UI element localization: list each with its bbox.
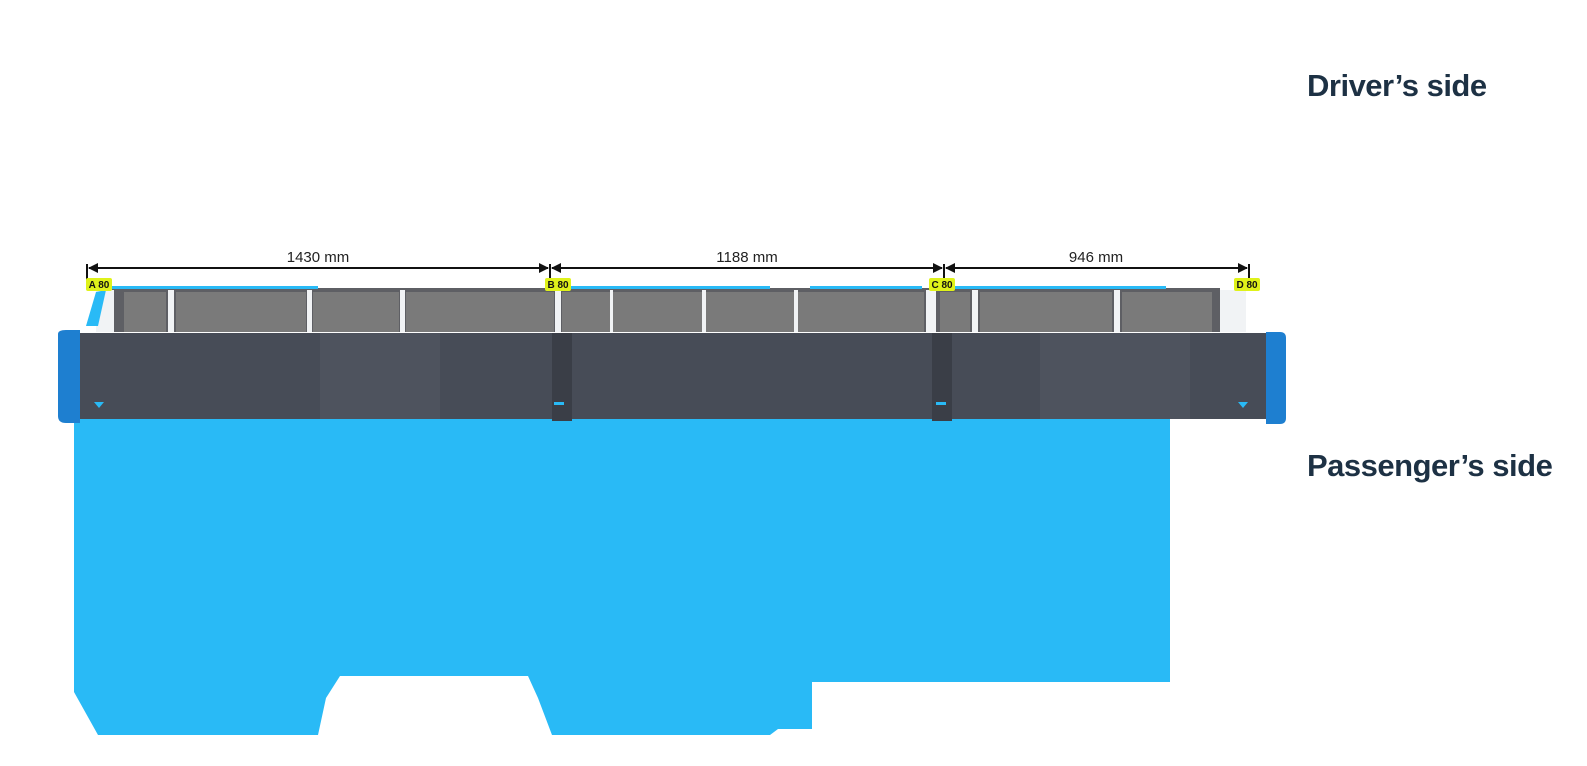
dimension-lines	[86, 263, 1250, 282]
dimension-label-bc: 1188 mm	[716, 249, 777, 266]
driver-side-label: Driver’s side	[1307, 68, 1487, 103]
rail-joints	[552, 333, 952, 421]
svg-text:B 80: B 80	[547, 280, 569, 291]
van-floor	[74, 412, 1170, 735]
dimension-label-ab: 1430 mm	[287, 249, 350, 266]
left-end-cap	[58, 330, 80, 423]
shelf-top-edges	[112, 286, 1166, 289]
rail-shading	[320, 333, 1190, 419]
marker-c: C 80	[929, 278, 955, 291]
marker-b: B 80	[545, 278, 571, 291]
rail-ticks	[94, 402, 1248, 408]
dimension-label-cd: 946 mm	[1069, 249, 1123, 266]
marker-a: A 80	[86, 278, 112, 291]
marker-d: D 80	[1234, 278, 1260, 291]
svg-text:C 80: C 80	[931, 280, 953, 291]
shelf-compartments	[124, 292, 1212, 332]
svg-text:A 80: A 80	[89, 280, 110, 291]
svg-text:D 80: D 80	[1236, 280, 1258, 291]
passenger-side-label: Passenger’s side	[1307, 448, 1553, 483]
right-end-cap	[1266, 332, 1286, 424]
left-edge-accent	[86, 290, 106, 326]
shelf-dividers	[96, 290, 1246, 332]
